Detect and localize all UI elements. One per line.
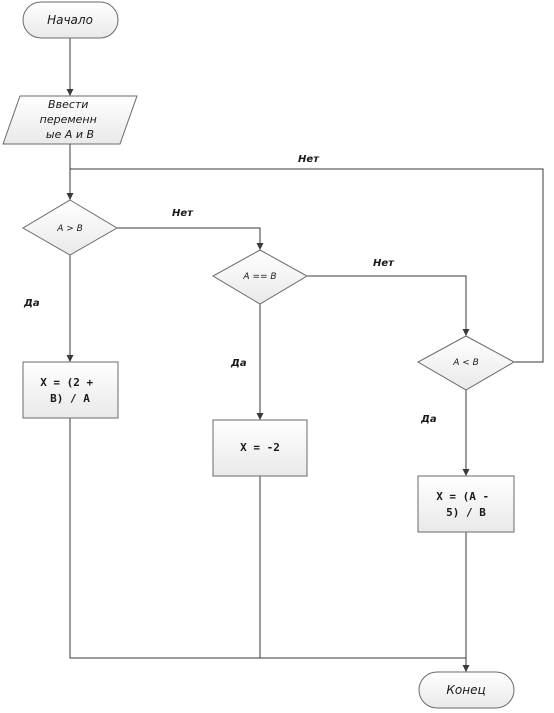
label-yes-2: Да (230, 358, 247, 369)
process-2-text: X = -2 (240, 441, 280, 454)
label-no-loop: Нет (298, 154, 320, 165)
decision-a-lt-b: A < B (416, 335, 516, 391)
connectors (66, 38, 544, 672)
label-no-1: Нет (172, 208, 194, 219)
input-line-2: переменн (40, 113, 97, 126)
decision-a-gt-b-text: A > B (56, 224, 83, 234)
input-line-3: ые A и B (46, 128, 94, 141)
decision-a-eq-b-text: A == B (242, 272, 276, 282)
process-3-text: X = (A - 5) / B (436, 490, 496, 519)
arrow-cond1-no (117, 227, 264, 250)
process-2: X = -2 (212, 419, 308, 477)
process-1-text: X = (2 + B) / A (40, 376, 100, 405)
input-node: Ввести переменн ые A и B (2, 95, 138, 145)
process-3-line-2: 5) / B (446, 506, 486, 519)
start-terminator: Начало (22, 1, 119, 39)
arrow-cond3-no-loop (70, 168, 544, 363)
arrow-cond2-no (307, 275, 470, 336)
input-text: Ввести переменн ые A и B (40, 98, 101, 141)
label-no-2: Нет (373, 258, 395, 269)
decision-a-eq-b: A == B (211, 249, 309, 305)
input-line-1: Ввести (48, 98, 88, 111)
process-3: X = (A - 5) / B (417, 475, 515, 533)
process-1: X = (2 + B) / A (22, 361, 119, 419)
process-1-line-2: B) / A (50, 392, 90, 405)
decision-a-lt-b-text: A < B (452, 358, 479, 368)
label-yes-1: Да (23, 298, 40, 309)
start-text: Начало (47, 13, 93, 27)
line-proc1-down (69, 418, 466, 659)
end-terminator: Конец (418, 671, 515, 709)
process-1-line-1: X = (2 + (40, 376, 93, 389)
label-yes-3: Да (420, 414, 437, 425)
end-text: Конец (446, 683, 485, 697)
process-3-line-1: X = (A - (436, 490, 489, 503)
decision-a-gt-b: A > B (22, 199, 118, 256)
